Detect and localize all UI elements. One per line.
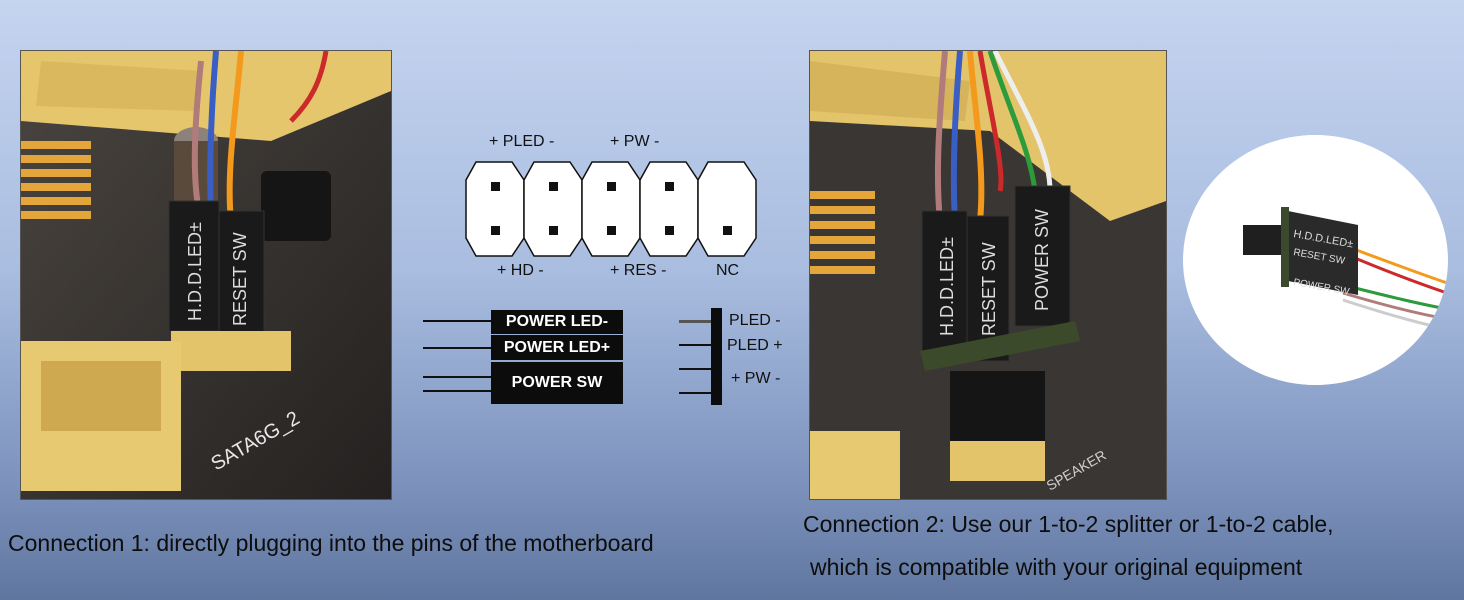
label-pled-plus: PLED + [727, 337, 783, 354]
pin-line-4 [679, 392, 711, 394]
tag-power-led-minus: POWER LED- [491, 310, 623, 334]
label-hd: + HD - [497, 262, 544, 279]
connector-text-reset-sw: RESET SW [979, 242, 999, 336]
connector-text-hdd-led: H.D.D.LED± [185, 222, 205, 321]
label-pled: + PLED - [489, 133, 555, 150]
tag-power-sw: POWER SW [491, 362, 623, 404]
pin-line-3 [679, 368, 711, 370]
connector-text-hdd-led: H.D.D.LED± [937, 237, 957, 336]
wire-power-sw-2 [423, 390, 493, 392]
label-pw: + PW - [731, 370, 781, 387]
wire-power-led-plus [423, 347, 493, 349]
pin-header-bar [711, 308, 722, 405]
label-pled-minus: PLED - [729, 312, 781, 329]
pin-line-2 [679, 344, 711, 346]
tag-power-led-plus: POWER LED+ [491, 335, 623, 360]
wire-power-sw-1 [423, 376, 493, 378]
label-pw: + PW - [610, 133, 660, 150]
label-res: + RES - [610, 262, 667, 279]
splitter-closeup-photo: H.D.D.LED± RESET SW POWER SW [1183, 135, 1448, 385]
motherboard-photo-connection-1: H.D.D.LED± RESET SW SATA6G_2 [20, 50, 392, 500]
connector-text-power-sw: POWER SW [1032, 209, 1052, 311]
connector-text-reset-sw: RESET SW [230, 232, 250, 326]
header-pin-diagram [465, 161, 757, 257]
label-nc: NC [716, 262, 740, 279]
motherboard-photo-connection-2: H.D.D.LED± RESET SW POWER SW SPEAKER [809, 50, 1167, 500]
wire-power-led-minus [423, 320, 493, 322]
caption-connection-1: Connection 1: directly plugging into the… [8, 530, 654, 556]
pin-line-1 [679, 320, 711, 323]
caption-connection-2-line-1: Connection 2: Use our 1-to-2 splitter or… [803, 511, 1334, 537]
caption-connection-2-line-2: which is compatible with your original e… [810, 554, 1303, 580]
